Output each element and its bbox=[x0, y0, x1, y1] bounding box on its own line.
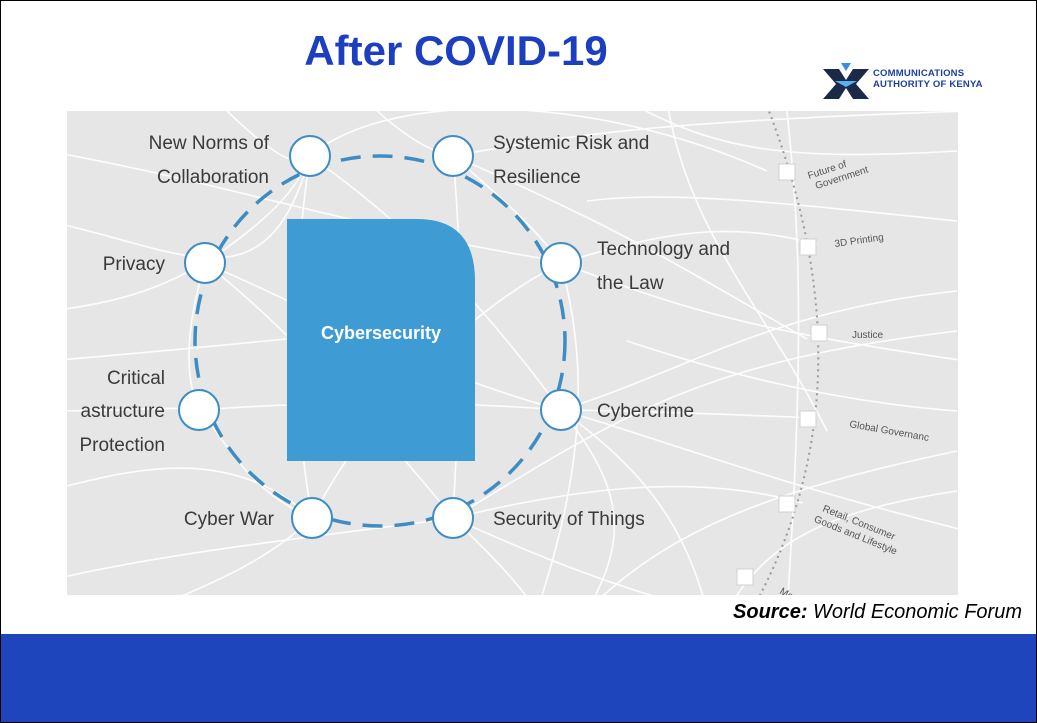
node-security-of-things bbox=[432, 497, 474, 539]
label-cybercrime: Cybercrime bbox=[597, 401, 694, 422]
logo-icon bbox=[823, 63, 869, 99]
label-critical-3: Protection bbox=[79, 435, 165, 456]
label-technology-law-1: Technology and bbox=[597, 239, 730, 260]
label-critical-1: Critical bbox=[107, 368, 165, 389]
logo-line-1: COMMUNICATIONS bbox=[873, 68, 965, 79]
node-critical-infrastructure bbox=[178, 389, 220, 431]
center-label: Cybersecurity bbox=[321, 323, 441, 343]
label-security-of-things: Security of Things bbox=[493, 509, 645, 530]
logo: COMMUNICATIONS AUTHORITY OF KENYA bbox=[821, 57, 1021, 107]
outer-topic-justice: Justice bbox=[852, 330, 884, 341]
logo-line-2: AUTHORITY OF KENYA bbox=[873, 79, 983, 90]
figure-background bbox=[67, 111, 958, 595]
source-caption: Source: World Economic Forum bbox=[733, 601, 1022, 624]
logo-text: COMMUNICATIONS AUTHORITY OF KENYA bbox=[873, 68, 983, 90]
label-systemic-risk-1: Systemic Risk and bbox=[493, 133, 649, 154]
node-new-norms bbox=[289, 135, 331, 177]
outer-topic-me: Me bbox=[778, 586, 796, 595]
center-box bbox=[287, 219, 475, 461]
source-text: World Economic Forum bbox=[807, 601, 1022, 623]
label-new-norms-1: New Norms of bbox=[149, 133, 270, 154]
footer-bar bbox=[1, 634, 1036, 722]
node-technology-law bbox=[540, 242, 582, 284]
label-privacy: Privacy bbox=[103, 254, 166, 275]
label-new-norms-2: Collaboration bbox=[157, 167, 269, 188]
slide-title: After COVID-19 bbox=[304, 27, 608, 74]
node-systemic-risk bbox=[432, 135, 474, 177]
node-cybercrime bbox=[540, 389, 582, 431]
outer-markers bbox=[736, 163, 828, 586]
label-systemic-risk-2: Resilience bbox=[493, 167, 581, 188]
dashed-ring bbox=[193, 154, 567, 528]
node-privacy bbox=[184, 242, 226, 284]
label-technology-law-2: the Law bbox=[597, 273, 664, 294]
label-critical-2: astructure bbox=[81, 401, 165, 422]
label-cyber-war: Cyber War bbox=[184, 509, 275, 530]
cybersecurity-network-diagram: Cybersecurity New Norms of Collaboration bbox=[67, 111, 958, 595]
source-label: Source: bbox=[733, 601, 808, 623]
node-cyber-war bbox=[291, 497, 333, 539]
